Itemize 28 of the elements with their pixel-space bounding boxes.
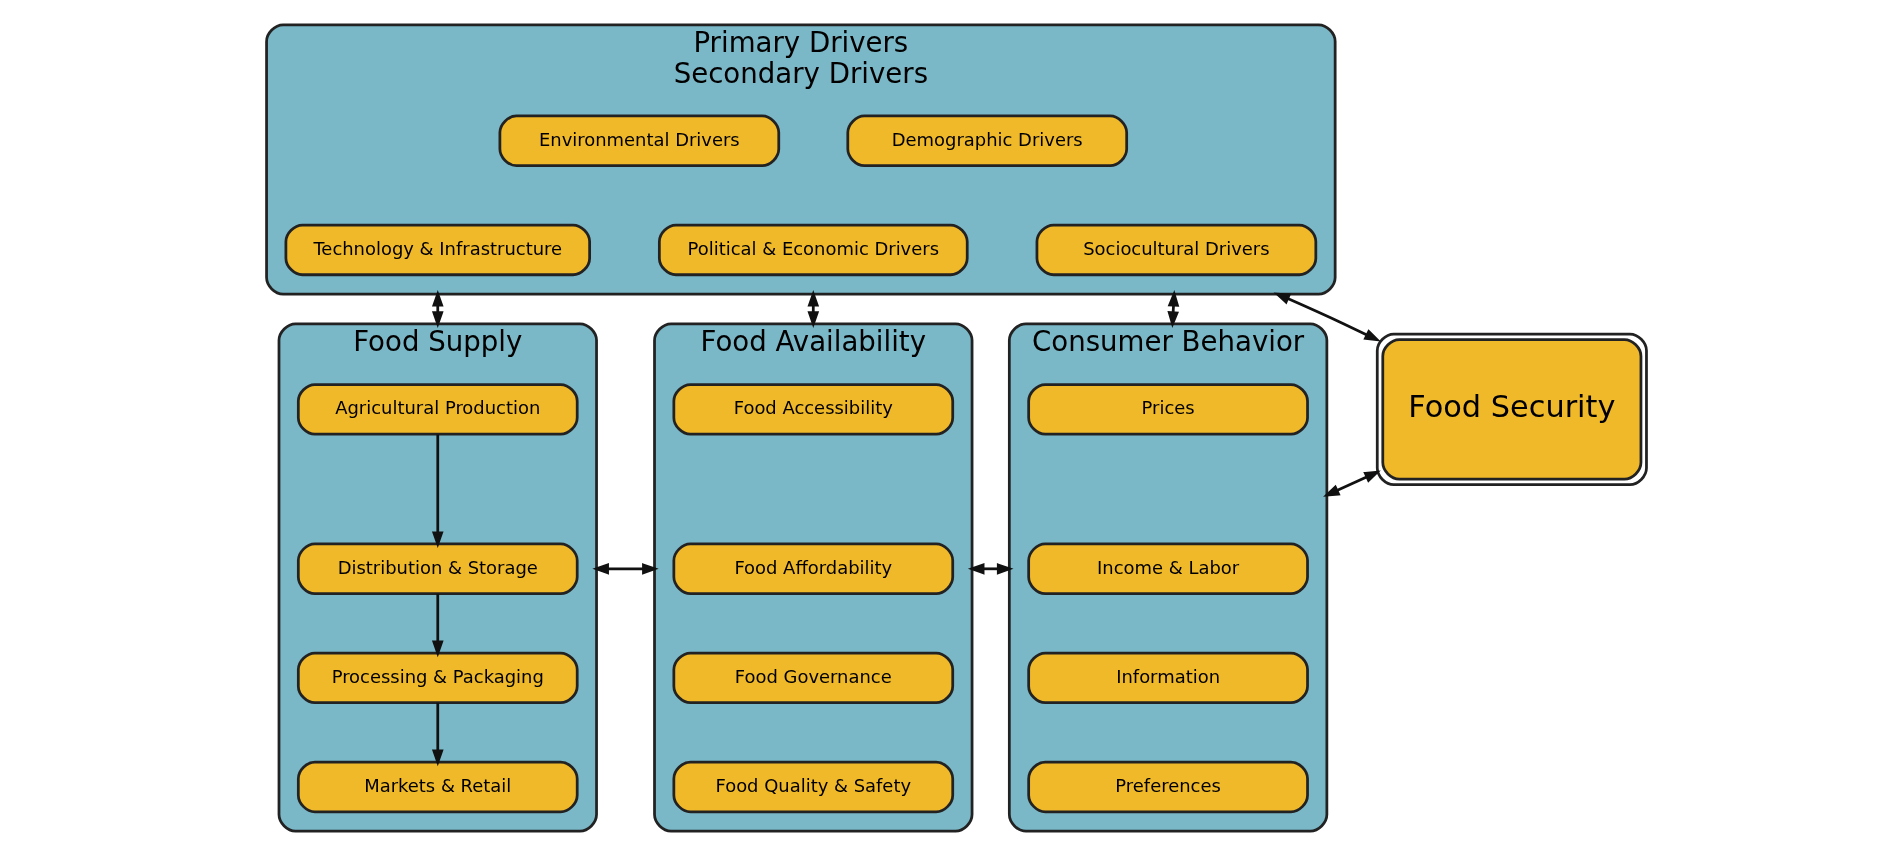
node-box: Processing & Packaging: [296, 651, 579, 705]
node-box: Food Accessibility: [672, 383, 955, 436]
arrow: [1273, 292, 1381, 342]
arrow: [431, 434, 444, 549]
node-box: Markets & Retail: [296, 760, 579, 814]
arrow: [967, 563, 1014, 575]
node-box: Technology & Infrastructure: [284, 223, 591, 277]
node-box: Food Security: [1375, 332, 1648, 486]
node-box: Income & Labor: [1027, 542, 1309, 596]
node-box: Food Affordability: [672, 542, 955, 596]
arrow: [1167, 289, 1180, 328]
node-box: Demographic Drivers: [846, 114, 1129, 168]
node-box: Preferences: [1027, 760, 1309, 814]
arrow: [431, 593, 444, 658]
node-box: Environmental Drivers: [498, 114, 781, 168]
node-box: Information: [1027, 651, 1309, 705]
node-box: Distribution & Storage: [296, 542, 579, 596]
node-box: Food Quality & Safety: [672, 760, 955, 814]
arrow: [807, 289, 820, 328]
arrow: [1323, 470, 1381, 497]
node-box: Food Governance: [672, 651, 955, 705]
node-box: Sociocultural Drivers: [1035, 223, 1318, 277]
node-box: Agricultural Production: [296, 383, 579, 436]
node-box: Political & Economic Drivers: [657, 223, 969, 277]
arrow: [431, 289, 444, 328]
arrow: [592, 563, 659, 575]
node-box: Prices: [1027, 383, 1309, 436]
arrow: [431, 702, 444, 767]
